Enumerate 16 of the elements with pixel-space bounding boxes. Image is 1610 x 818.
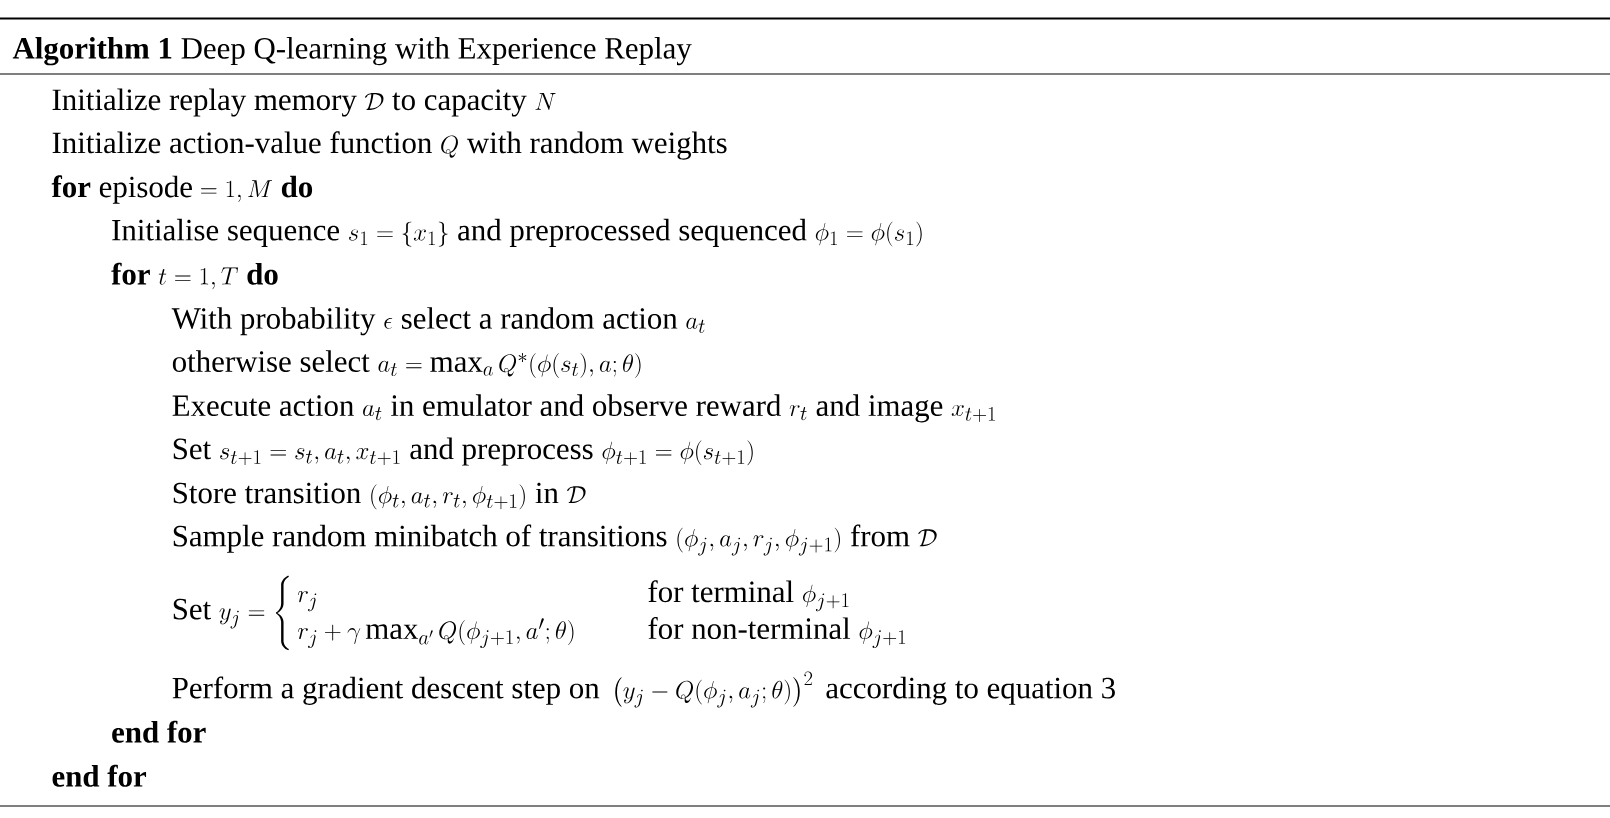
algorithm-line: $\text{Set } s_{t+1} = s_t, a_t, x_{t+1} \text{ and preprocess } \phi_{t+1} = \phi(s_{t+1})$	[173, 437, 753, 466]
algorithm-line: $\text{otherwise select } a_t = \max_a Q^*(\phi(s_t), a; \theta)$	[172, 350, 641, 378]
algorithm-line: $\text{Initialize replay memory } \mathcal{D} \text{ to capacity } N$	[52, 88, 556, 117]
algorithm-line: $\text{Set } y_j = \left\{\begin{array}{ll} r_j & \hspace{2em}\text{for terminal } \phi_{j+1} \\ r_j + \gamma \max_{a'} Q(\phi_{j+1}, a'; \theta) & \hspace{2em}\text{for non-terminal } \phi_{j+1} \end{array}\right.$	[173, 575, 906, 651]
algorithm-line: $\text{Initialise sequence } s_1 = \{x_1\} \text{ and preprocessed sequenced } \phi_1 = \phi(s_1)$	[112, 218, 922, 247]
algorithm-line: $\text{Execute action } a_t \text{ in emulator and observe reward } r_t \text{ and image } x_{t+1}$	[172, 394, 995, 423]
algorithm-line: $\text{Perform a gradient descent step on } \left(y_j - Q(\phi_j, a_j; \theta)\right)^2 \text{ according to equation 3}$	[172, 671, 1115, 708]
algorithm-line: $\textbf{end for}$	[52, 764, 147, 787]
algorithm-line: $\text{Sample random minibatch of transitions } (\phi_j, a_j, r_j, \phi_{j+1}) \text{ from } \mathcal{D}$	[173, 524, 937, 556]
algorithm-line: $\textbf{for}\text{ } t = 1, T \text{ }\textbf{do}$	[111, 262, 278, 290]
algorithm-line: $\text{Store transition } (\phi_t, a_t, r_t, \phi_{t+1}) \text{ in } \mathcal{D}$	[173, 482, 586, 510]
algorithm-line: $\textbf{for}\text{ episode} = 1, M \text{ }\textbf{do}$	[51, 175, 313, 204]
algorithm-line: $\text{Initialize action-value function } Q \text{ with random weights}$	[52, 131, 727, 160]
title: Algorithm 1 Deep Q-learning with Experience Replay	[12, 37, 692, 66]
algorithm-line: $\textbf{end for}$	[112, 720, 206, 743]
algorithm-line: $\text{With probability } \epsilon \text{ select a random action } a_t$	[171, 307, 705, 336]
